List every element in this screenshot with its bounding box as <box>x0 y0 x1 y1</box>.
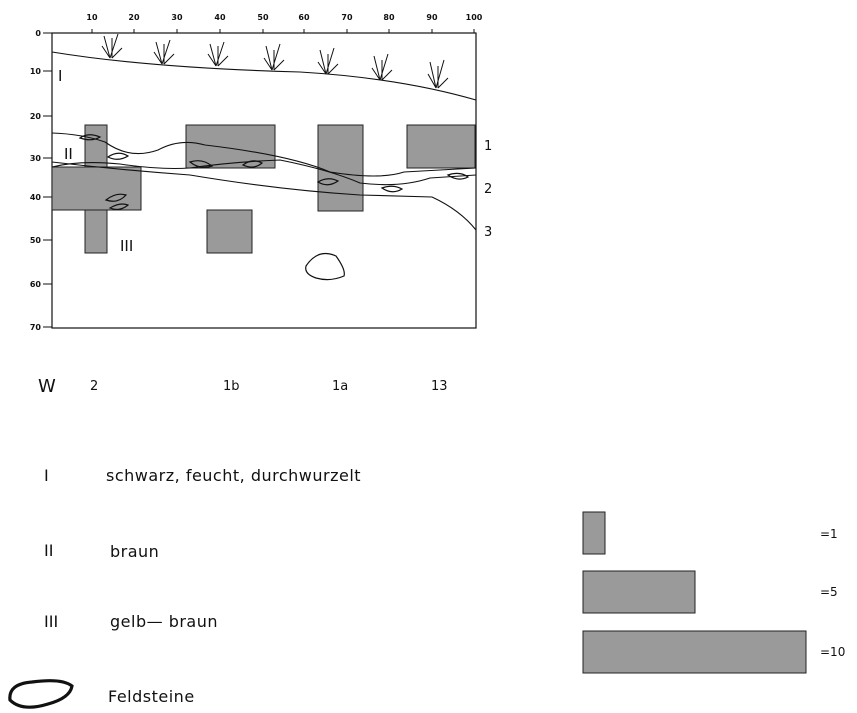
root-symbol <box>317 47 339 75</box>
legend-symbol: III <box>44 612 58 631</box>
stone-outline <box>305 253 345 281</box>
root-symbol <box>153 39 175 65</box>
sample-box <box>406 124 476 169</box>
top-axis: 10 20 30 40 50 60 70 80 90 100 <box>52 13 483 34</box>
scale: =1 =5 =10 <box>582 511 845 674</box>
scale-label: =1 <box>820 527 838 541</box>
legend-text: braun <box>110 542 159 561</box>
scale-box <box>582 630 807 674</box>
layer-mark-III: III <box>120 237 133 255</box>
boundary-2 <box>51 159 477 186</box>
stone-outline <box>316 178 340 186</box>
section-label: 1a <box>332 379 348 394</box>
boundary-number: 1 <box>484 139 492 154</box>
y-tick-label: 40 <box>30 193 42 202</box>
legend-text: gelb— braun <box>110 612 218 631</box>
stone-outline <box>188 160 214 168</box>
y-tick-label: 0 <box>35 29 41 38</box>
fieldstone-legend-icon <box>8 679 74 709</box>
layer-mark-II: II <box>64 145 73 163</box>
root-symbol <box>371 53 393 81</box>
legend-text: schwarz, feucht, durchwurzelt <box>106 466 361 485</box>
layer-mark-I: I <box>58 67 62 85</box>
x-tick-label: 100 <box>466 13 483 22</box>
legend-symbol: II <box>44 541 53 560</box>
sample-box <box>317 124 364 212</box>
y-tick-label: 30 <box>30 154 42 163</box>
stone-outline <box>78 134 102 141</box>
root-symbol <box>263 43 285 71</box>
section-label: 1b <box>223 379 240 394</box>
root-symbol <box>207 41 229 67</box>
y-tick-label: 10 <box>30 67 42 76</box>
x-tick-label: 10 <box>86 13 98 22</box>
boundary-number: 3 <box>484 225 492 240</box>
root-symbol <box>427 59 449 89</box>
boundary-1 <box>51 132 477 177</box>
legend: I schwarz, feucht, durchwurzelt II braun… <box>8 466 361 709</box>
sample-box <box>51 166 142 211</box>
root-symbol <box>101 33 123 59</box>
scale-label: =5 <box>820 585 838 599</box>
y-tick-label: 20 <box>30 112 42 121</box>
legend-symbol: I <box>44 466 49 485</box>
x-tick-label: 50 <box>257 13 269 22</box>
section-direction: W <box>38 376 56 397</box>
stone-outline <box>108 203 130 211</box>
roots <box>101 33 449 89</box>
boundary-number: 2 <box>484 182 492 197</box>
section-label: 2 <box>90 379 98 394</box>
boundary-3 <box>51 161 477 231</box>
x-tick-label: 60 <box>298 13 310 22</box>
stone-outline <box>241 160 264 168</box>
y-tick-label: 50 <box>30 236 42 245</box>
sample-box <box>185 124 276 169</box>
legend-text: Feldsteine <box>108 687 195 706</box>
section-label: 13 <box>431 379 448 394</box>
stone-outline <box>106 152 130 160</box>
left-axis: 0 10 20 30 40 50 60 70 <box>30 29 52 332</box>
section-row: W 2 1b 1a 13 <box>38 376 448 397</box>
scale-box <box>582 570 696 614</box>
layer-boundaries <box>51 51 477 231</box>
y-tick-label: 60 <box>30 280 42 289</box>
x-tick-label: 30 <box>171 13 183 22</box>
x-tick-label: 20 <box>128 13 140 22</box>
stone-outline <box>446 172 470 180</box>
sample-box <box>206 209 253 254</box>
stone-outline <box>380 185 404 193</box>
stone-outline <box>104 193 128 202</box>
sample-boxes <box>51 124 476 254</box>
scale-label: =10 <box>820 645 845 659</box>
x-tick-label: 40 <box>214 13 226 22</box>
scale-box <box>582 511 606 555</box>
y-tick-label: 70 <box>30 323 42 332</box>
stones <box>78 134 470 281</box>
x-tick-label: 90 <box>426 13 438 22</box>
x-tick-label: 80 <box>383 13 395 22</box>
x-tick-label: 70 <box>341 13 353 22</box>
topsoil-boundary <box>51 51 477 101</box>
